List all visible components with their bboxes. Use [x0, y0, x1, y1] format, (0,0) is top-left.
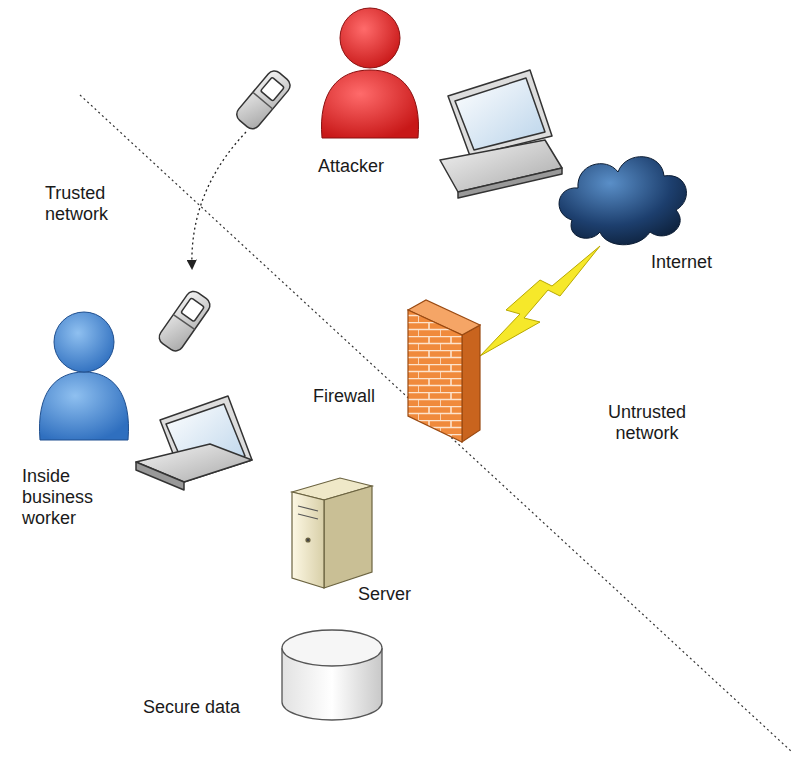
data-label: Secure data — [143, 697, 273, 718]
firewall-label: Firewall — [313, 386, 403, 407]
inside-phone — [156, 288, 213, 354]
attacker-laptop — [440, 70, 562, 198]
worker-person — [39, 312, 128, 440]
lightning-link — [480, 246, 600, 356]
transfer-arrow — [192, 132, 246, 268]
internet-label: Internet — [651, 252, 751, 273]
attacker-label: Attacker — [318, 156, 428, 177]
server-tower — [292, 478, 372, 588]
attacker-person — [321, 8, 418, 138]
attacker-phone — [234, 68, 294, 132]
server-label: Server — [358, 584, 448, 605]
firewall-wall — [408, 300, 480, 442]
untrusted-network-label: Untrusted network — [592, 402, 702, 444]
trusted-network-label: Trusted network — [45, 183, 130, 225]
data-cylinder — [282, 630, 382, 720]
internet-cloud — [559, 157, 686, 245]
trust-boundary — [80, 95, 792, 752]
worker-label: Inside business worker — [22, 466, 114, 529]
worker-laptop — [136, 396, 252, 490]
